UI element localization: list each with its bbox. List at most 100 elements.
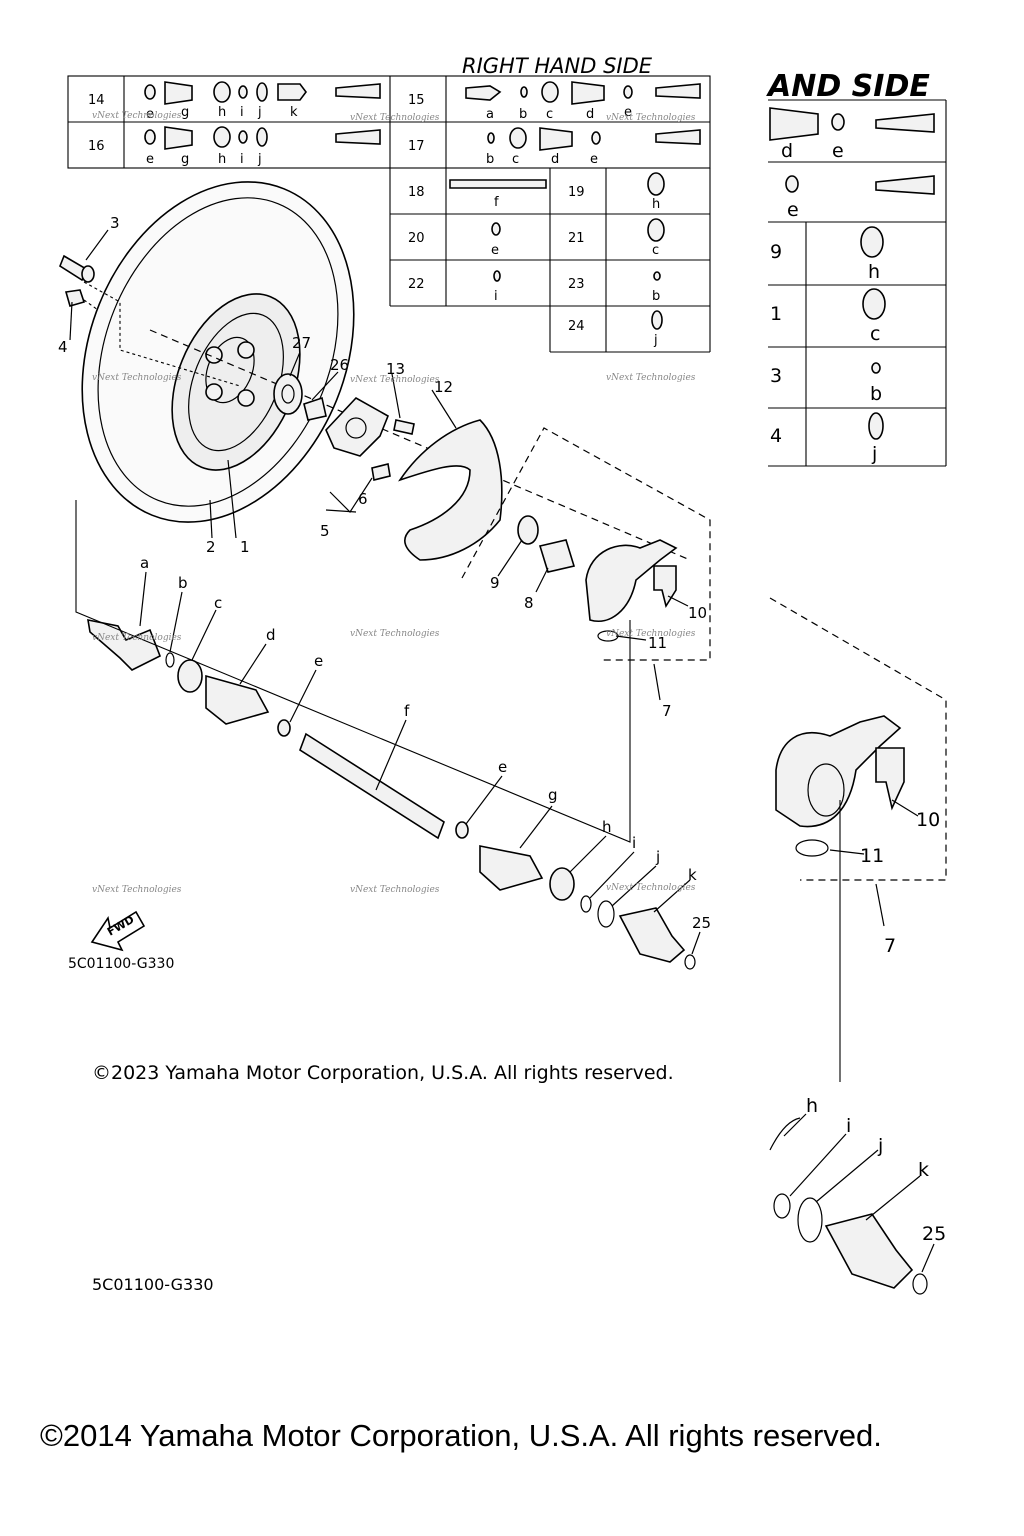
clamp-icon-21 <box>647 218 665 242</box>
zoom-ref-1: 1 <box>770 303 782 325</box>
zoom-callout-h: h <box>806 1095 818 1117</box>
zoom-snap-ring <box>795 839 829 857</box>
ring-i <box>580 895 592 913</box>
code-23-b: b <box>652 289 660 304</box>
boot-g <box>479 845 544 891</box>
table-ref-17: 17 <box>408 139 425 154</box>
code-22-i: i <box>494 289 498 304</box>
code-16-h: h <box>218 152 226 167</box>
shaft-icon <box>449 179 547 189</box>
callout-7: 7 <box>662 702 672 720</box>
ball-joint <box>653 565 677 609</box>
code-15-a: a <box>486 107 494 122</box>
circlip-j <box>597 900 615 928</box>
table-ref-19: 19 <box>568 185 585 200</box>
callout-b: b <box>178 574 188 592</box>
wheel-bearing <box>538 539 576 573</box>
zoom-ball-joint <box>875 747 905 811</box>
kit-parts-icons-14 <box>144 81 381 105</box>
watermark-11: vNext Technologies <box>350 885 440 895</box>
code-20-e: e <box>491 243 499 258</box>
code-15-e: e <box>624 105 632 120</box>
knuckle-group-box <box>461 427 711 661</box>
kit-table: 14 e g h i j k 16 e g h i j <box>67 75 711 353</box>
fwd-arrow-icon: FWD <box>90 910 146 952</box>
table-ref-18: 18 <box>408 185 425 200</box>
boot-band-e1 <box>277 719 291 737</box>
circlip-25 <box>684 954 696 970</box>
callout-9: 9 <box>490 574 500 592</box>
callout-5: 5 <box>320 522 330 540</box>
right-hand-side-title: RIGHT HAND SIDE <box>462 54 653 78</box>
table-ref-16: 16 <box>88 139 105 154</box>
code-14-g: g <box>181 105 189 120</box>
zoom-ref-9: 9 <box>770 241 782 263</box>
zoom-cv-joint-k <box>824 1213 914 1289</box>
table-ref-24: 24 <box>568 319 585 334</box>
zoom-ref-3: 3 <box>770 365 782 387</box>
zoom-circlip-j <box>797 1197 823 1243</box>
cv-joint-inner-k <box>618 907 686 963</box>
callout-c: c <box>214 594 222 612</box>
ring-icon-23 <box>653 271 661 281</box>
callout-i: i <box>632 834 636 852</box>
watermark-5: vNext Technologies <box>350 375 440 385</box>
code-15-c: c <box>546 107 553 122</box>
code-15-d: d <box>586 107 594 122</box>
code-16-e: e <box>146 152 154 167</box>
zoom-boot-band-h <box>769 1117 801 1151</box>
callout-f: f <box>404 702 410 720</box>
watermark-9: vNext Technologies <box>606 629 696 639</box>
steering-knuckle <box>585 539 678 622</box>
callout-13: 13 <box>386 360 405 378</box>
code-14-k: k <box>290 105 298 120</box>
callout-10: 10 <box>688 604 707 622</box>
code-18-f: f <box>494 195 499 210</box>
copyright-2023: ©2023 Yamaha Motor Corporation, U.S.A. A… <box>92 1062 674 1084</box>
boot-d <box>205 674 270 725</box>
code-19-h: h <box>652 197 660 212</box>
watermark-4: vNext Technologies <box>92 373 182 383</box>
wheel-nut <box>64 289 86 307</box>
copyright-2014: ©2014 Yamaha Motor Corporation, U.S.A. A… <box>40 1418 882 1453</box>
callout-25: 25 <box>692 914 711 932</box>
code-24-j: j <box>653 333 658 348</box>
callout-d: d <box>266 626 276 644</box>
boot-band-e2 <box>455 821 469 839</box>
zoom-code-c: c <box>870 323 880 345</box>
code-14-e: e <box>146 107 154 122</box>
callout-h: h <box>602 818 612 836</box>
cv-joint-outer-a <box>87 618 162 671</box>
code-14-h: h <box>218 105 226 120</box>
hub-collar <box>303 396 327 421</box>
zoom-callout-10: 10 <box>916 809 940 831</box>
zoom-callout-7: 7 <box>884 935 896 957</box>
zoom-ring-i <box>773 1193 791 1219</box>
diagram-code-zoom: 5C01100-G330 <box>92 1275 214 1294</box>
zoom-callout-j: j <box>877 1135 883 1157</box>
circlip-b <box>165 652 175 668</box>
callout-6: 6 <box>358 490 368 508</box>
boot-band-h <box>549 867 575 901</box>
callout-12: 12 <box>434 378 453 396</box>
callout-26: 26 <box>330 356 349 374</box>
ring-icon-22 <box>493 270 501 282</box>
valve-stem <box>59 254 95 283</box>
brake-disc <box>398 419 503 561</box>
table-ref-22: 22 <box>408 277 425 292</box>
code-16-g: g <box>181 152 189 167</box>
circlip-icon-24 <box>651 310 663 330</box>
callout-k: k <box>688 866 697 884</box>
code-17-e: e <box>590 152 598 167</box>
code-15-b: b <box>519 107 527 122</box>
callout-27: 27 <box>292 334 311 352</box>
callout-3: 3 <box>110 214 120 232</box>
zoom-callout-i: i <box>846 1115 851 1137</box>
dust-seal-ring <box>517 515 539 545</box>
wheel-hub <box>325 396 390 457</box>
clamp-icon-19 <box>647 172 665 196</box>
diagram-code: 5C01100-G330 <box>68 956 174 972</box>
table-ref-14: 14 <box>88 93 105 108</box>
boot-band-c <box>177 659 203 693</box>
callout-1: 1 <box>240 538 250 556</box>
